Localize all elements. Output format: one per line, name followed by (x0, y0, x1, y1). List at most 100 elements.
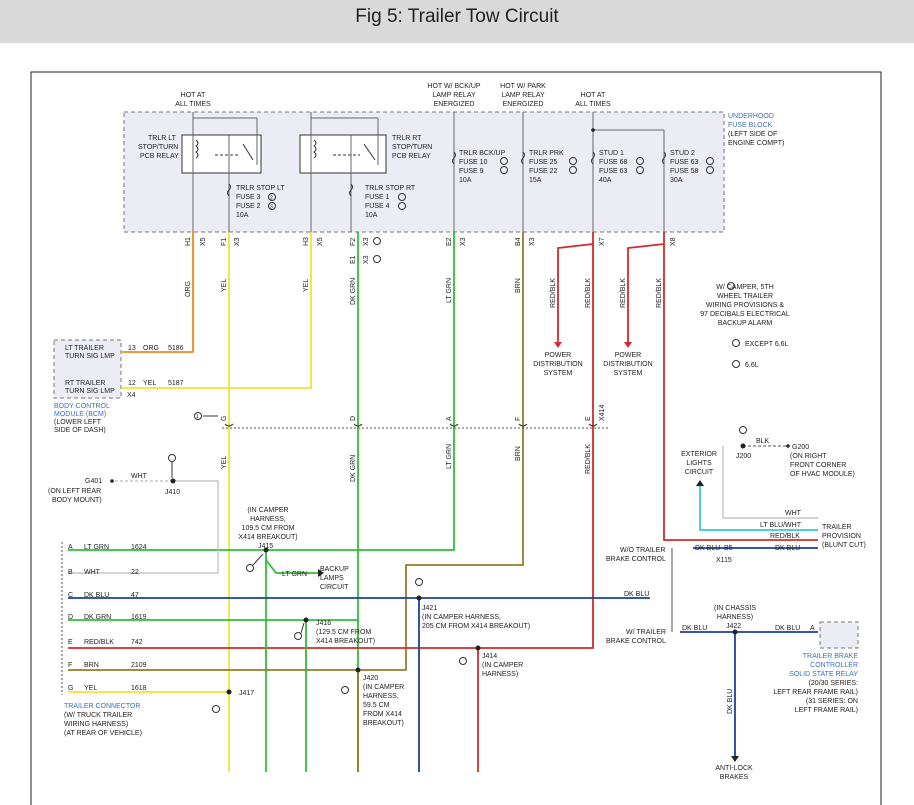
tc-pin-a: A (68, 544, 73, 551)
j416-1: J416 (316, 620, 331, 627)
camper-note-circle (727, 282, 735, 290)
pin-h1: H1 (185, 237, 192, 246)
tc-color-f: BRN (84, 662, 99, 669)
tc-pin-d: D (68, 614, 73, 621)
camper-note-5: BACKUP ALARM (718, 320, 773, 327)
pin-f2: F2 (350, 238, 357, 246)
j421-3: 205 CM FROM X414 BREAKOUT) (422, 623, 530, 630)
backup-3: CIRCUIT (320, 584, 349, 591)
relay-rt-coil (313, 139, 317, 159)
fuse-bckup-2: FUSE 10 (459, 159, 488, 166)
arrow-pds2 (624, 342, 632, 348)
wire-wht-right (722, 446, 818, 519)
legend-six: 6.6L (745, 362, 759, 369)
anti-lock-1: ANTI-LOCK (715, 765, 753, 772)
relay-rt-box (299, 134, 387, 174)
tc-circ-d: 1619 (131, 614, 147, 621)
tc-circ-c: 47 (131, 592, 139, 599)
title-bar (0, 0, 914, 43)
bcm-lt-2: TURN SIG LMP (65, 353, 115, 360)
wire-label-ltgrn: LT GRN (446, 278, 453, 303)
wire-label-yel2: YEL (303, 279, 310, 292)
wire-label-yel1: YEL (221, 279, 228, 292)
wire-ltgrn (68, 232, 455, 551)
j410: J410 (165, 489, 180, 496)
wire-redblk-pds1 (557, 243, 594, 345)
j415-2: HARNESS, (250, 516, 286, 523)
g200-loc-3: OF HVAC MODULE) (790, 471, 855, 478)
fuse-stud1-4: 40A (599, 177, 612, 184)
inline-a: A (446, 416, 453, 421)
wire-org (122, 232, 194, 353)
brake-series-2: LEFT REAR FRAME RAIL) (773, 689, 858, 696)
j415-4: X414 BREAKOUT) (238, 534, 297, 541)
j421-1: J421 (422, 605, 437, 612)
hot2-label-2: ALL TIMES (575, 101, 611, 108)
right-ltbluwht: LT BLU/WHT (760, 522, 802, 529)
pin-b4: B4 (515, 237, 522, 246)
fuse-stop-lt-4: 10A (236, 212, 249, 219)
fuse-block-loc-1: (LEFT SIDE OF (728, 131, 777, 138)
splice-dots (110, 128, 790, 695)
wire-label-redblk2: RED/BLK (585, 278, 592, 308)
j410-note-circle (168, 454, 176, 462)
relay-lt-2: STOP/TURN (138, 144, 178, 151)
pin-x3d: X3 (460, 237, 467, 246)
brake-series-4: LEFT FRAME RAIL) (795, 707, 858, 714)
ext-lights-2: LIGHTS (686, 460, 712, 467)
inline-d: D (350, 416, 357, 421)
wire-label-redblk4: RED/BLK (656, 278, 663, 308)
arrow-pds1 (554, 342, 562, 348)
tc-pin-b: B (68, 569, 73, 576)
relay-rt-switch (363, 143, 376, 161)
tc-color-b: WHT (84, 569, 101, 576)
g401-loc-1: (ON LEFT REAR (48, 488, 101, 495)
pin-x7: X7 (599, 237, 606, 246)
tc-name-2: (W/ TRUCK TRAILER (64, 712, 132, 719)
fuse-stud1-3: FUSE 63 (599, 168, 628, 175)
bcm-rt-circ: 5187 (168, 380, 184, 387)
fuse-bckup-4: 10A (459, 177, 472, 184)
fuse-block-internal-wiring (192, 112, 665, 232)
w-brake-1: W/ TRAILER (626, 629, 666, 636)
wire-redblk-pds2 (627, 243, 665, 345)
pds1-3: SYSTEM (544, 370, 573, 377)
j415-name: J415 (258, 543, 273, 550)
bcm-rt-1: RT TRAILER (65, 380, 105, 387)
pin-labels: H1 X5 F1 X3 H3 X5 F2 X3 E1 X3 E2 X3 B4 X… (185, 237, 677, 264)
fuse-stop-lt-2: FUSE 3 (236, 194, 261, 201)
wire-redblk-trailer (663, 232, 818, 541)
j422-dkblu-left: DK BLU (682, 625, 707, 632)
inline-x414: X414 (599, 405, 606, 421)
fuse-stud1-2: FUSE 68 (599, 159, 628, 166)
x115: X115 (716, 557, 732, 564)
inline-f: F (515, 417, 522, 421)
pds2-3: SYSTEM (614, 370, 643, 377)
note-2-lt: 2 (270, 196, 273, 202)
legend-except-circle (732, 339, 740, 347)
diagram-frame (30, 71, 882, 805)
fuse-prk-2: FUSE 25 (529, 159, 558, 166)
page-title: Fig 5: Trailer Tow Circuit (355, 6, 559, 27)
fuse-block-name-2: FUSE BLOCK (728, 122, 773, 129)
j422-chassis-1: (IN CHASSIS (714, 605, 756, 612)
j416-note (294, 632, 302, 640)
bcm-name-2: MODULE (BCM) (54, 411, 106, 418)
park-hot-1: HOT W/ PARK (500, 83, 546, 90)
j415-ltgrn: LT GRN (282, 571, 307, 578)
fuse-stud2-3: FUSE 58 (670, 168, 699, 175)
tc-circ-f: 2109 (131, 662, 147, 669)
wire-label-org: ORG (185, 281, 192, 297)
wire-label-yel3: YEL (221, 456, 228, 469)
pds2-2: DISTRIBUTION (603, 361, 652, 368)
brake-ctrl-2: CONTROLLER (810, 662, 858, 669)
bcm-box (53, 339, 122, 399)
pin-x5a: X5 (200, 237, 207, 246)
tc-pin-c: C (68, 592, 73, 599)
brake-controller-box (819, 621, 859, 649)
tc-name-3: WIRING HARNESS) (64, 721, 128, 728)
bcm-lt-color: ORG (143, 345, 159, 352)
g200-loc-2: FRONT CORNER (790, 462, 846, 469)
wire-wht (68, 480, 219, 574)
